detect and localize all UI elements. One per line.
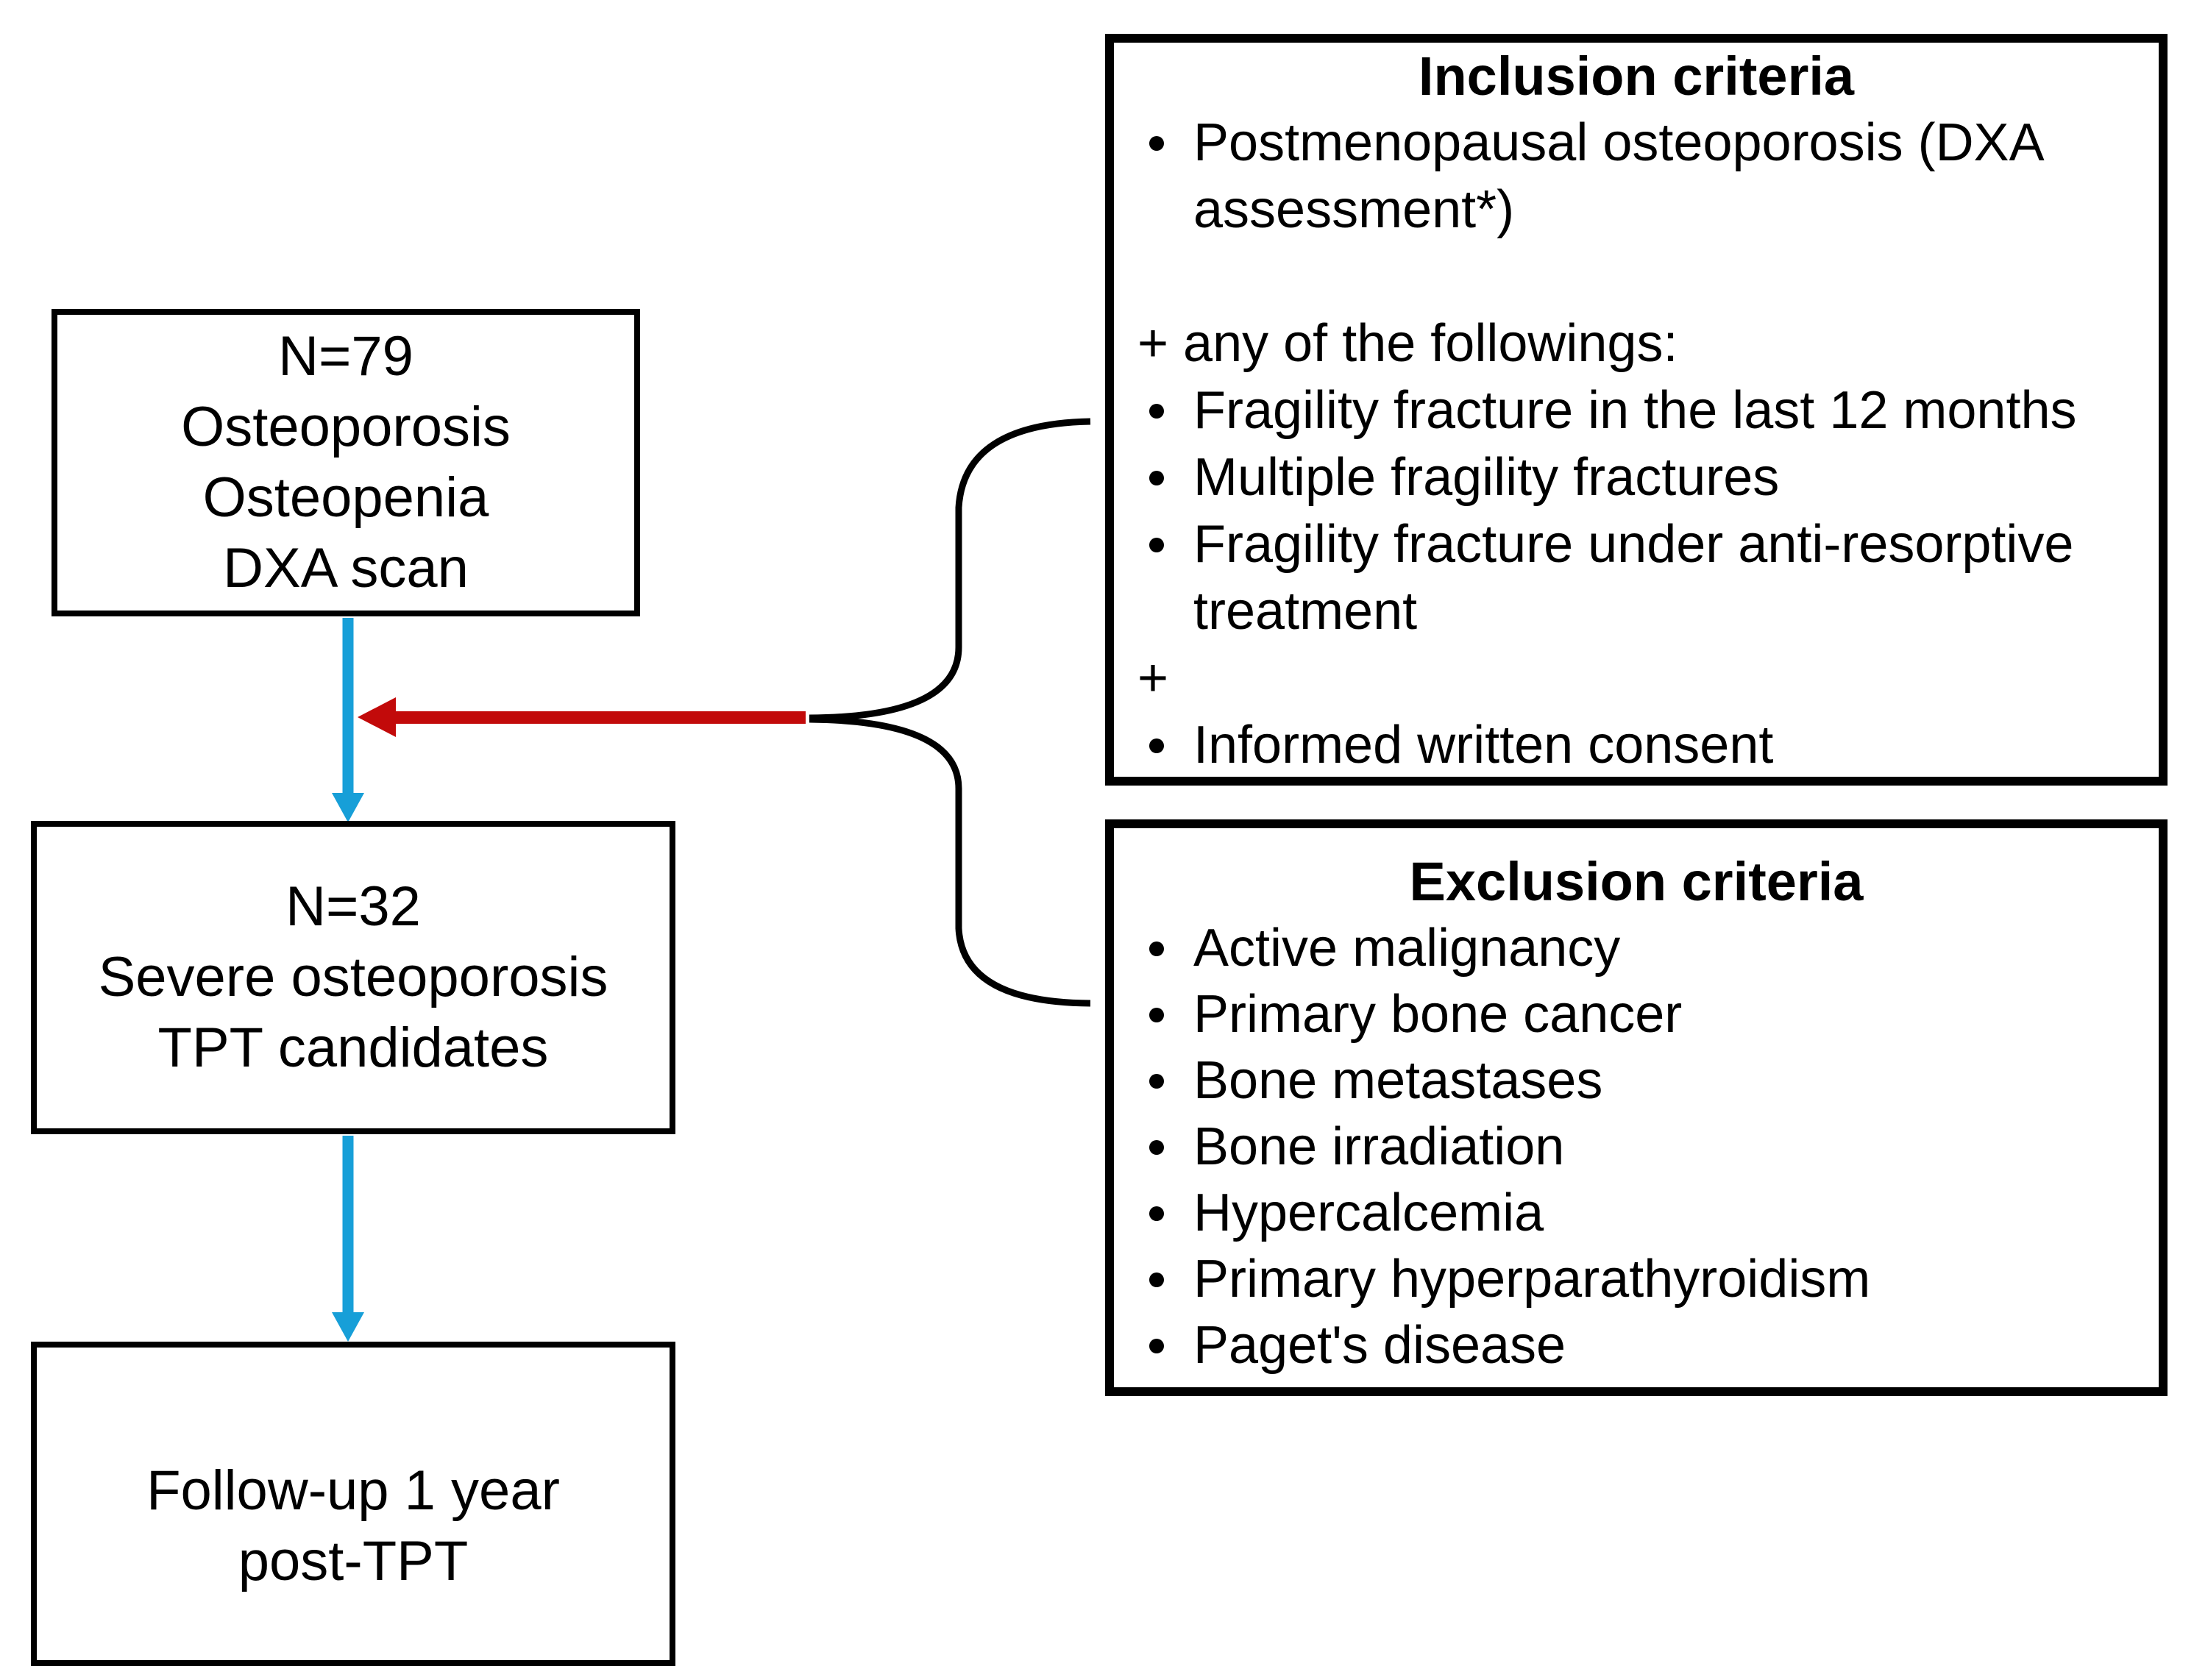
flow-box-line: N=79	[278, 325, 413, 388]
flow-box-line: Osteopenia	[202, 466, 489, 529]
exclusion-item: Active malignancy	[1114, 915, 2159, 981]
exclusion-item: Primary bone cancer	[1114, 981, 2159, 1047]
inclusion-item: Informed written consent	[1114, 712, 2159, 779]
exclusion-criteria-box: Exclusion criteria Active malignancy Pri…	[1105, 819, 2168, 1396]
flow-box-follow-up: Follow-up 1 year post-TPT	[31, 1342, 675, 1666]
inclusion-criteria-box: Inclusion criteria Postmenopausal osteop…	[1105, 34, 2168, 786]
inclusion-item: Postmenopausal osteoporosis (DXA assessm…	[1114, 110, 2159, 243]
exclusion-criteria-title: Exclusion criteria	[1409, 851, 1864, 912]
flow-box-line: N=32	[285, 875, 421, 938]
flow-box-line: Follow-up 1 year	[146, 1459, 560, 1522]
flow-box-line: post-TPT	[238, 1529, 469, 1592]
flow-box-line: TPT candidates	[157, 1017, 549, 1079]
flow-arrow-1-head	[332, 793, 364, 822]
criteria-arrow-body	[393, 711, 806, 724]
flow-arrow-2-head	[332, 1312, 364, 1342]
flow-box-line: Severe osteoporosis	[98, 946, 608, 1008]
brace-upper-curve	[809, 418, 1091, 722]
brace-lower-curve	[809, 716, 1091, 1007]
flow-box-tpt-candidates: N=32 Severe osteoporosis TPT candidates	[31, 821, 675, 1134]
inclusion-criteria-title: Inclusion criteria	[1418, 46, 1855, 107]
exclusion-item: Paget's disease	[1114, 1312, 2159, 1378]
exclusion-item: Bone metastases	[1114, 1047, 2159, 1114]
inclusion-item: Fragility fracture under anti-resorptive…	[1114, 511, 2159, 645]
inclusion-item: +	[1137, 649, 1169, 708]
inclusion-item: + any of the followings:	[1137, 314, 1678, 373]
flow-box-line: DXA scan	[223, 537, 469, 599]
exclusion-item: Bone irradiation	[1114, 1114, 2159, 1180]
inclusion-item: Multiple fragility fractures	[1114, 444, 2159, 511]
flow-box-dxa-scan: N=79 Osteoporosis Osteopenia DXA scan	[52, 309, 640, 616]
flow-box-line: Osteoporosis	[181, 396, 511, 458]
criteria-arrow-head	[358, 697, 396, 737]
spacer-line	[1114, 243, 2159, 310]
inclusion-item: Fragility fracture in the last 12 months	[1114, 377, 2159, 444]
exclusion-item: Hypercalcemia	[1114, 1180, 2159, 1246]
exclusion-item: Primary hyperparathyroidism	[1114, 1246, 2159, 1312]
